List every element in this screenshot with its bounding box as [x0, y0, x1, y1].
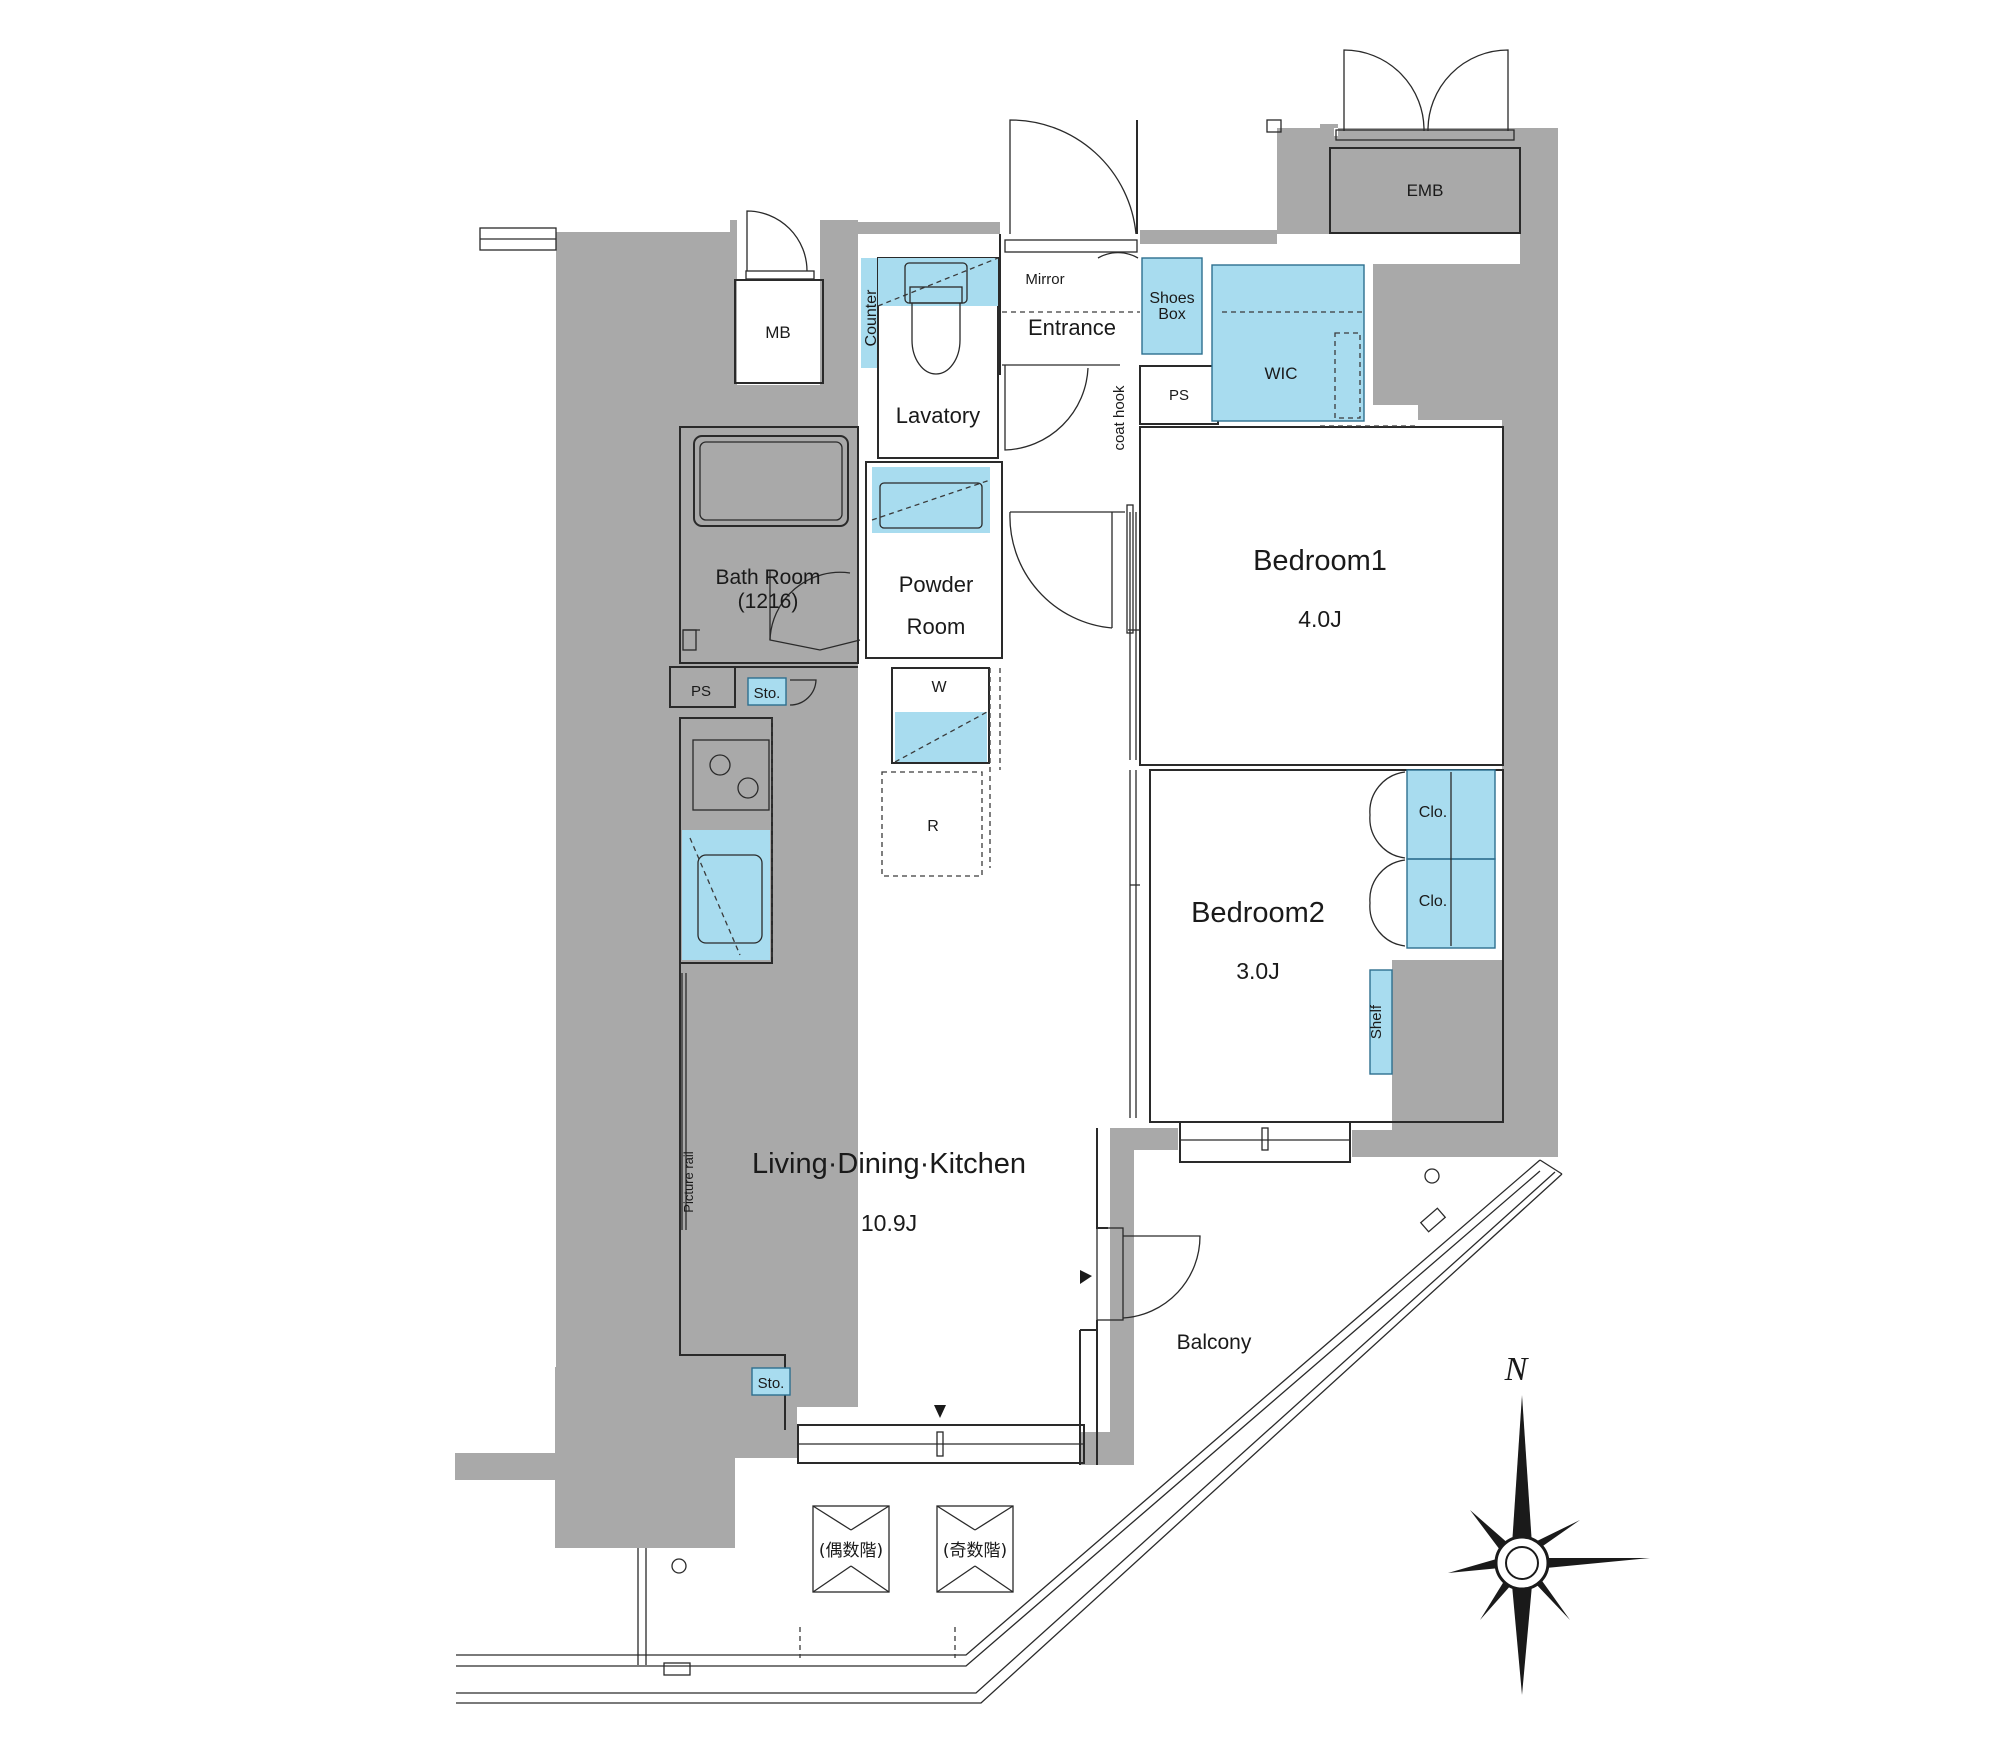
ps-label-bath: PS	[691, 683, 711, 700]
bedroom2-name: Bedroom2	[1191, 897, 1325, 929]
walls	[455, 124, 1558, 1548]
mirror-label: Mirror	[1025, 271, 1064, 288]
ldk-name: Living·Dining·Kitchen	[752, 1148, 1026, 1180]
picture-rail-label: Picture rail	[681, 1151, 696, 1213]
north-label: N	[1504, 1351, 1530, 1388]
labels: MB EMB Counter Lavatory Mirror Entrance …	[681, 181, 1530, 1561]
closet-label-1: Clo.	[1419, 804, 1447, 821]
west-wall	[455, 232, 858, 1548]
shoes-box-label-2: Box	[1158, 306, 1186, 323]
closet-label-2: Clo.	[1419, 893, 1447, 910]
ps-label-entrance: PS	[1169, 387, 1189, 404]
coat-hook-label: coat hook	[1111, 385, 1128, 451]
floor-hatches	[812, 1505, 1014, 1593]
powder-room-line2: Room	[907, 614, 966, 639]
storage-label-ldk: Sto.	[758, 1375, 785, 1392]
shoes-box-label-1: Shoes	[1149, 290, 1194, 307]
ldk-size: 10.9J	[861, 1210, 917, 1236]
mb-label: MB	[765, 323, 791, 342]
bath-room-size: (1216)	[738, 590, 799, 613]
wic-label: WIC	[1264, 364, 1297, 383]
counter-label: Counter	[863, 289, 880, 347]
north-wall-lav	[858, 222, 1000, 234]
refrigerator-label: R	[927, 818, 939, 835]
meter-boxes	[734, 49, 1521, 384]
balcony-label: Balcony	[1177, 1331, 1252, 1354]
east-wall	[1277, 124, 1556, 232]
bath-room-name: Bath Room	[715, 566, 820, 589]
bedroom2-size: 3.0J	[1236, 958, 1279, 984]
bedroom1-name: Bedroom1	[1253, 545, 1387, 577]
interior-lines	[669, 119, 1504, 1465]
odd-floor-label: (奇数階)	[943, 1541, 1007, 1561]
washer-label: W	[931, 679, 947, 696]
exterior-lines	[456, 119, 1563, 1704]
storage-label-kitchen: Sto.	[754, 685, 781, 702]
north-compass	[1448, 1395, 1650, 1695]
lavatory-label: Lavatory	[896, 403, 980, 428]
shelf-label: Shelf	[1368, 1004, 1385, 1039]
bedroom1-size: 4.0J	[1298, 606, 1341, 632]
even-floor-label: (偶数階)	[819, 1541, 883, 1561]
entrance-label: Entrance	[1028, 315, 1116, 340]
powder-room-line1: Powder	[899, 572, 974, 597]
emb-label: EMB	[1407, 181, 1444, 200]
